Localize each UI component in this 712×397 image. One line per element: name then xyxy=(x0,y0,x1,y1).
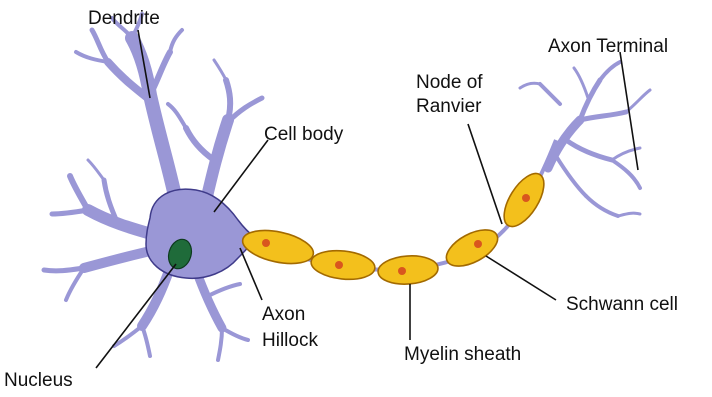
schwann-cell-leader xyxy=(486,256,556,300)
dendrite-branch xyxy=(52,210,88,214)
myelin-segment xyxy=(377,254,439,286)
dendrite-branch xyxy=(214,60,226,80)
dendrite-branch xyxy=(114,326,142,346)
dendrite-branch xyxy=(88,210,155,235)
dendrite-branch xyxy=(196,270,222,328)
terminal-branch xyxy=(566,140,612,160)
terminal-branch xyxy=(586,196,618,216)
dendrite-branch xyxy=(228,98,262,122)
axon-hillock-label-line1: Axon xyxy=(262,304,305,325)
dendrite-branch xyxy=(84,250,155,268)
dendrite-branch xyxy=(66,268,84,300)
myelin-sheath-label: Myelin sheath xyxy=(404,344,521,365)
myelin-segment xyxy=(240,225,317,269)
schwann-nucleus xyxy=(522,194,530,202)
dendrite-branch xyxy=(132,38,178,210)
dendrite-branch xyxy=(205,120,228,205)
dendrite-branch xyxy=(186,128,214,160)
schwann-nucleus xyxy=(474,240,482,248)
dendrite-branch xyxy=(222,328,248,340)
dendrite-branch xyxy=(150,52,170,95)
dendrite-label: Dendrite xyxy=(88,8,160,29)
cell-body xyxy=(44,14,262,360)
nucleus-leader xyxy=(96,264,176,368)
myelin-segment xyxy=(441,222,504,273)
terminal-branch xyxy=(626,90,650,112)
node-of-ranvier-label-line1: Node of xyxy=(416,72,483,93)
terminal-branch xyxy=(612,160,640,188)
node-of-ranvier-label-line2: Ranvier xyxy=(416,96,482,117)
terminal-branch xyxy=(600,62,620,80)
soma xyxy=(146,189,256,278)
terminal-branch xyxy=(618,213,640,216)
dendrite-branch xyxy=(218,328,222,360)
axon-terminal-label: Axon Terminal xyxy=(548,36,668,57)
schwann-nucleus xyxy=(262,239,270,247)
schwann-cell-label: Schwann cell xyxy=(566,294,678,315)
dendrite-branch xyxy=(142,326,150,356)
dendrite-branch xyxy=(168,104,186,128)
schwann-nucleus xyxy=(398,267,406,275)
terminal-branch xyxy=(574,68,588,98)
terminal-branch xyxy=(540,84,560,104)
dendrite-branch xyxy=(88,160,104,180)
dendrite-branch xyxy=(170,30,182,52)
dendrites xyxy=(44,14,262,360)
terminal-branch xyxy=(520,83,540,88)
nucleus-label: Nucleus xyxy=(4,370,73,391)
terminal-branch xyxy=(580,112,626,120)
axon-hillock-label-line2: Hillock xyxy=(262,330,318,351)
dendrite-branch xyxy=(226,80,230,120)
schwann-nucleus xyxy=(335,261,343,269)
dendrite-branch xyxy=(44,268,84,271)
node-of-ranvier-leader xyxy=(468,124,502,224)
cell-body-label: Cell body xyxy=(264,124,344,145)
dendrite-branch xyxy=(208,284,240,296)
terminal-branch xyxy=(556,156,586,196)
dendrite-branch xyxy=(70,176,88,210)
